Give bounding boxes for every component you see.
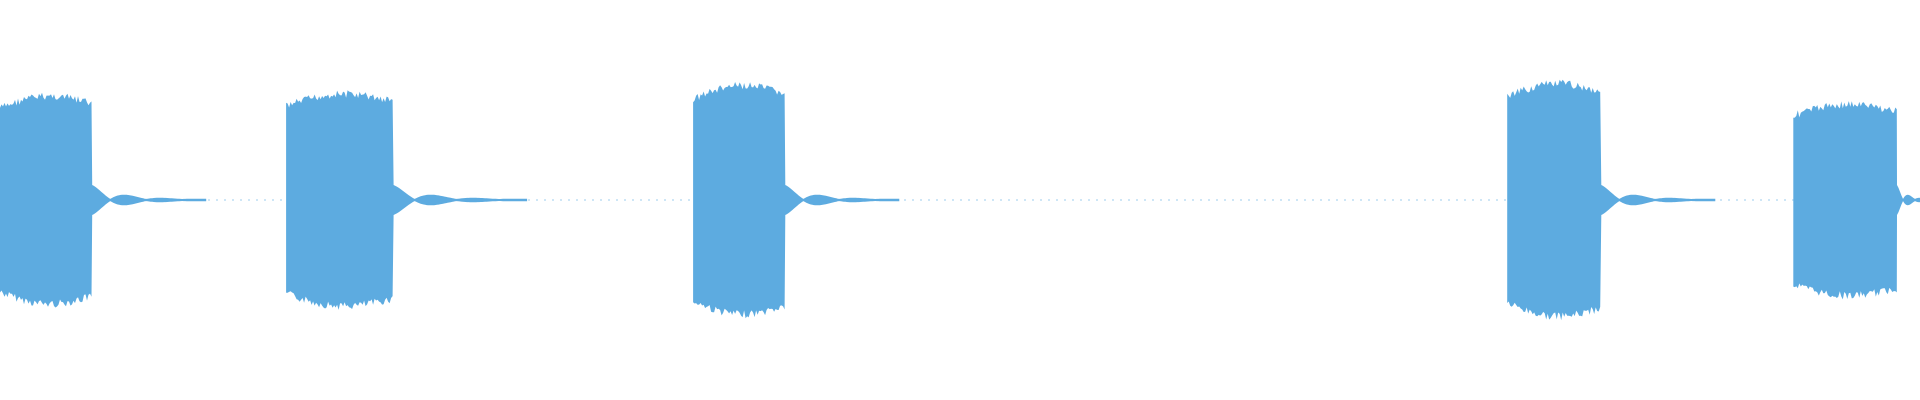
waveform-burst-5 [1793,101,1920,300]
waveform-burst-1 [0,92,207,308]
waveform-burst-3 [693,82,900,319]
waveform-burst-4 [1507,79,1716,321]
waveform-burst-2 [286,90,528,310]
